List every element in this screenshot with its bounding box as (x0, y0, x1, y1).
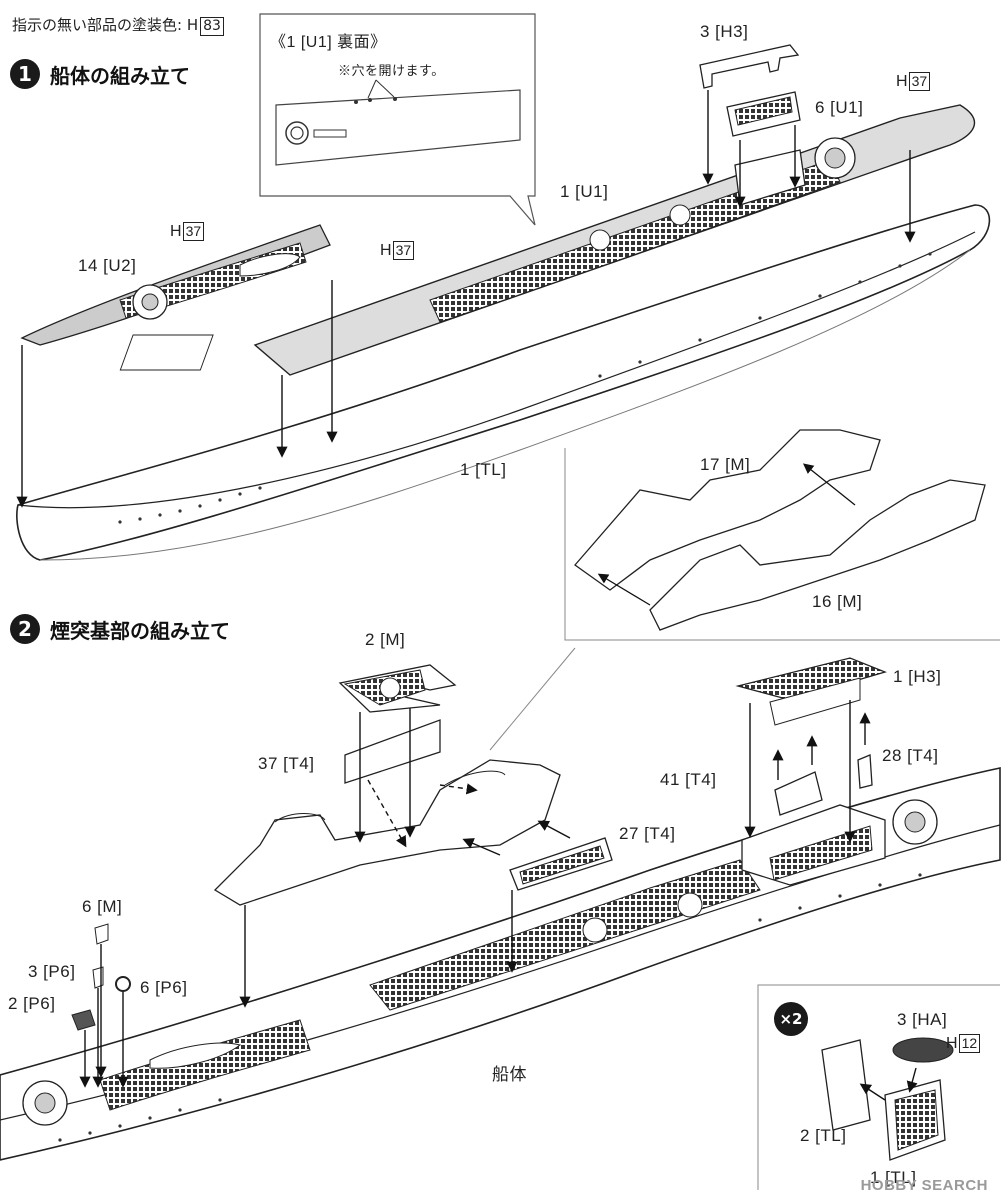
hull-step1 (16, 204, 991, 561)
part-6-u1 (726, 91, 801, 137)
small-parts (71, 923, 131, 1031)
paint-code: 37 (182, 222, 205, 241)
part-16-m (649, 479, 986, 631)
label-3-h3: 3 [H3] (700, 22, 749, 41)
label-2-tl: 2 [TL] (800, 1126, 847, 1145)
deck-14-u2 (20, 224, 331, 346)
paint-code: 37 (392, 241, 415, 260)
step-1-number: 1 (10, 59, 40, 89)
label-1-tl: 1 [TL] (460, 460, 507, 479)
step1-arrows (16, 90, 916, 508)
inset-title: 《1 [U1] 裏面》 (270, 34, 387, 51)
step-1-title: 船体の組み立て (50, 63, 190, 88)
label-1-u1: 1 [U1] (560, 182, 609, 201)
label-6-p6: 6 [P6] (140, 978, 188, 997)
step2-arrows (79, 700, 871, 1088)
label-1-tl-funnel: 1 [TL] (870, 1168, 917, 1187)
inset-u1-underside (259, 13, 536, 226)
part-27-t4 (509, 837, 613, 891)
paint-prefix: H (946, 1035, 958, 1052)
paint-prefix: H (380, 242, 392, 259)
inset-note: ※穴を開けます。 (338, 63, 445, 78)
step-2-title: 煙突基部の組み立て (50, 618, 230, 643)
label-37-t4: 37 [T4] (258, 754, 315, 773)
part-28-t4 (857, 754, 873, 789)
part-41-t4 (774, 771, 823, 816)
part-1-h3 (735, 657, 887, 726)
paint-note-prefix: H (186, 16, 199, 34)
label-2-p6: 2 [P6] (8, 994, 56, 1013)
step-2-number: 2 (10, 614, 40, 644)
label-6-u1: 6 [U1] (815, 98, 864, 117)
part-37-t4 (344, 719, 441, 784)
part-2-m (338, 664, 457, 713)
sub-inset-box (757, 984, 1000, 1190)
paint-code: 37 (908, 72, 931, 91)
label-16-m: 16 [M] (812, 592, 863, 611)
paint-note-code: 83 (200, 17, 224, 36)
part-3-h3 (699, 44, 800, 89)
step-2-header: 2 煙突基部の組み立て (10, 614, 230, 644)
label-6-m: 6 [M] (82, 897, 123, 916)
label-28-t4: 28 [T4] (882, 746, 939, 765)
label-hull: 船体 (492, 1065, 527, 1084)
paint-prefix: H (896, 73, 908, 90)
label-14-u2: 14 [U2] (78, 256, 137, 275)
engine-inset (564, 429, 1000, 641)
paint-prefix: H (170, 223, 182, 240)
label-2-m: 2 [M] (365, 630, 406, 649)
label-17-m: 17 [M] (700, 455, 751, 474)
funnel-base-assembly (213, 759, 561, 906)
label-3-p6: 3 [P6] (28, 962, 76, 981)
paint-code: 12 (958, 1034, 981, 1053)
paint-note-text: 指示の無い部品の塗装色: (12, 16, 183, 34)
watermark: HOBBY SEARCH (860, 1177, 988, 1194)
bridge-base (734, 149, 806, 206)
step-1-header: 1 船体の組み立て (10, 59, 190, 89)
label-3-ha: 3 [HA] (897, 1010, 948, 1029)
label-1-h3: 1 [H3] (893, 667, 942, 686)
label-27-t4: 27 [T4] (619, 824, 676, 843)
label-41-t4: 41 [T4] (660, 770, 717, 789)
multiplier-badge: ×2 (774, 1002, 808, 1036)
deck-1-u1 (119, 104, 976, 376)
